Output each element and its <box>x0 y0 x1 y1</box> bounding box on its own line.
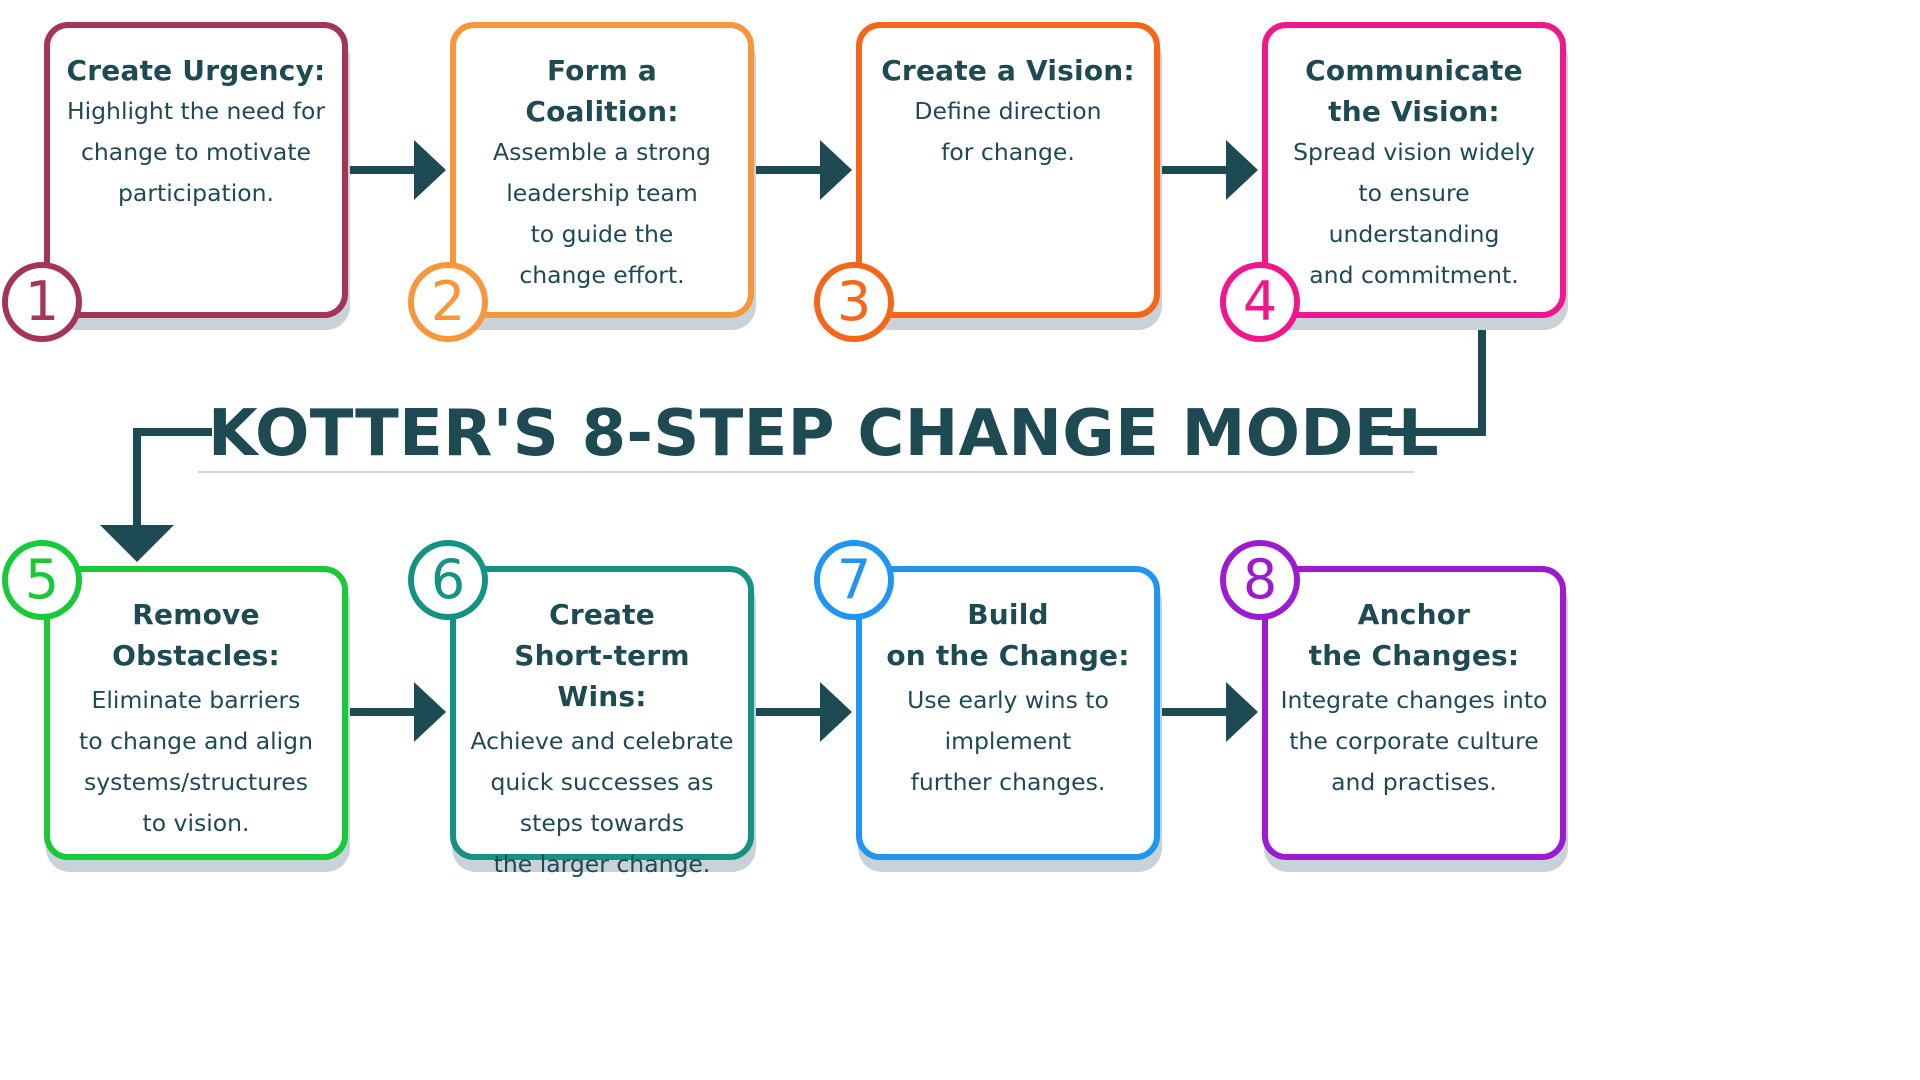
step-title-line: Remove <box>132 598 260 631</box>
connector-title-to-5 <box>133 428 212 532</box>
step-number-badge-4: 4 <box>1220 262 1300 342</box>
step-description: Assemble a strong leadership team to guide… <box>466 132 738 296</box>
arrow-head-1-2 <box>414 140 446 200</box>
step-title-line: the Changes: <box>1308 639 1520 672</box>
step-title-line: Obstacles: <box>112 639 280 672</box>
step-description: Use early wins to implement further change… <box>872 680 1144 803</box>
step-card-3: Create a Vision: Define direction for chan… <box>856 22 1160 318</box>
step-description-line: Achieve and celebrate <box>470 727 734 755</box>
step-title: Anchor the Changes: <box>1278 594 1550 676</box>
step-description-line: Eliminate barriers <box>91 686 301 714</box>
step-title: Create a Vision: <box>872 50 1144 91</box>
step-description-line: Assemble a strong <box>493 138 711 166</box>
step-description-line: Highlight the need for <box>66 97 326 125</box>
step-description-line: steps towards <box>519 809 685 837</box>
step-description: Define direction for change. <box>872 91 1144 173</box>
arrow-head-2-3 <box>820 140 852 200</box>
step-title-line: the Vision: <box>1328 95 1500 128</box>
page-title: KOTTER'S 8-STEP CHANGE MODEL <box>208 397 1439 471</box>
step-description-line: to guide the <box>530 220 674 248</box>
step-description-line: implement <box>944 727 1072 755</box>
arrow-head-6-7 <box>820 682 852 742</box>
step-description-line: to vision. <box>142 809 250 837</box>
step-description-line: change effort. <box>519 261 685 289</box>
step-card-1: Create Urgency: Highlight the need for cha… <box>44 22 348 318</box>
step-title-line: Communicate <box>1305 54 1523 87</box>
step-description-line: the larger change. <box>493 850 711 878</box>
step-title-line: on the Change: <box>886 639 1130 672</box>
step-description-line: Define direction <box>914 97 1102 125</box>
arrow-head-3-4 <box>1226 140 1258 200</box>
step-number-badge-7: 7 <box>814 540 894 620</box>
arrow-head-to-5 <box>100 525 174 562</box>
step-title: Build on the Change: <box>872 594 1144 676</box>
connector-4-to-title <box>1388 314 1486 436</box>
title-divider <box>198 471 1414 473</box>
step-description-line: quick successes as <box>490 768 714 796</box>
step-number-badge-5: 5 <box>2 540 82 620</box>
step-description-line: further changes. <box>910 768 1106 796</box>
step-description-line: Use early wins to <box>907 686 1109 714</box>
step-description-line: to ensure <box>1358 179 1470 207</box>
step-description-line: to change and align <box>79 727 313 755</box>
step-description-line: change to motivate <box>80 138 311 166</box>
step-title-line: Create a Vision: <box>881 54 1135 87</box>
step-card-8: Anchor the Changes: Integrate changes into… <box>1262 566 1566 860</box>
step-number-badge-2: 2 <box>408 262 488 342</box>
step-description-line: systems/structures <box>83 768 308 796</box>
step-number-badge-3: 3 <box>814 262 894 342</box>
step-title-line: Build <box>967 598 1049 631</box>
step-title-line: Create <box>549 598 655 631</box>
step-title: Form a Coalition: <box>466 50 738 132</box>
step-description: Eliminate barriers to change and align sys… <box>60 680 332 844</box>
step-card-4: Communicate the Vision: Spread vision wide… <box>1262 22 1566 318</box>
step-description: Achieve and celebrate quick successes as s… <box>466 721 738 885</box>
step-description-line: participation. <box>118 179 274 207</box>
flow-connectors <box>100 140 1486 742</box>
step-description: Integrate changes into the corporate cult… <box>1278 680 1550 803</box>
step-description-line: understanding <box>1328 220 1500 248</box>
step-title-line: Form a Coalition: <box>525 54 679 128</box>
step-title-line: Create Urgency: <box>66 54 326 87</box>
step-description-line: Integrate changes into <box>1280 686 1548 714</box>
step-number-badge-8: 8 <box>1220 540 1300 620</box>
step-title-line: Short-term Wins: <box>514 639 690 713</box>
arrow-head-7-8 <box>1226 682 1258 742</box>
step-title: Create Urgency: <box>60 50 332 91</box>
step-description-line: and commitment. <box>1309 261 1519 289</box>
step-description-line: leadership team <box>506 179 698 207</box>
step-description-line: for change. <box>941 138 1075 166</box>
step-title: Communicate the Vision: <box>1278 50 1550 132</box>
step-description-line: and practises. <box>1331 768 1497 796</box>
step-number-badge-6: 6 <box>408 540 488 620</box>
step-card-7: Build on the Change: Use early wins to impl… <box>856 566 1160 860</box>
step-card-2: Form a Coalition: Assemble a strong leader… <box>450 22 754 318</box>
step-title-line: Anchor <box>1357 598 1471 631</box>
step-description: Highlight the need for change to motivate… <box>60 91 332 214</box>
step-description-line: the corporate culture <box>1289 727 1539 755</box>
arrow-head-5-6 <box>414 682 446 742</box>
step-number-badge-1: 1 <box>2 262 82 342</box>
step-description-line: Spread vision widely <box>1293 138 1535 166</box>
step-description: Spread vision widely to ensure understandi… <box>1278 132 1550 296</box>
